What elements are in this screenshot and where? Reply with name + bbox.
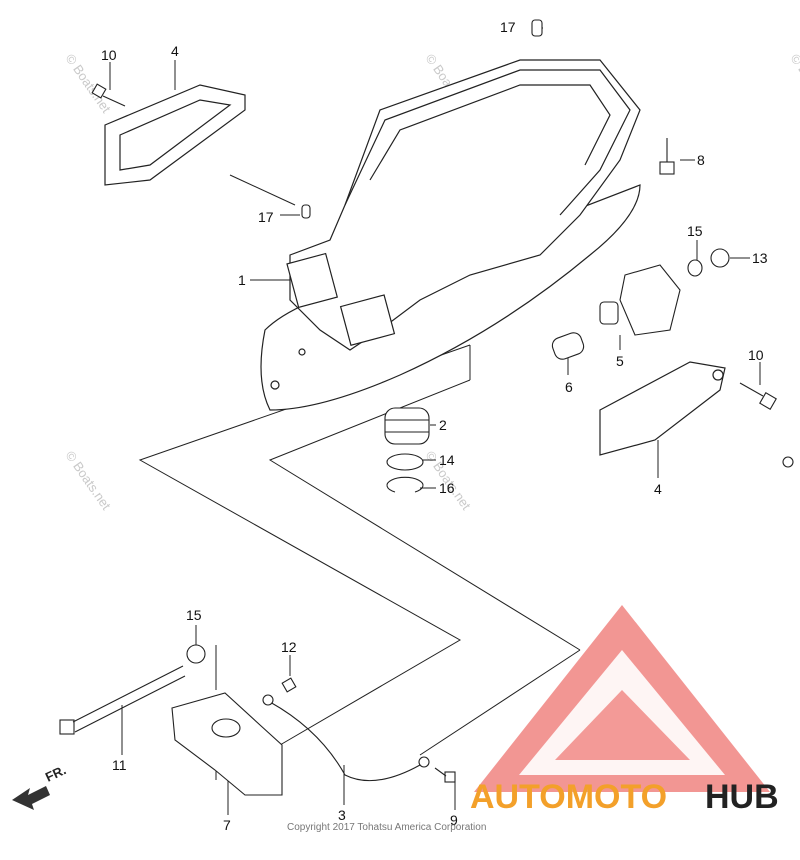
bolt-head <box>659 161 675 175</box>
logo-triangle-mark <box>555 690 690 760</box>
front-direction-marker: FR. <box>12 762 68 810</box>
callout-10: 10 <box>101 47 117 63</box>
wire-terminal <box>418 756 430 768</box>
mount-bushing <box>599 301 619 325</box>
bolt-shank <box>74 675 186 733</box>
watermark: © Boats.net <box>788 51 800 116</box>
callout-4: 4 <box>654 481 662 497</box>
callout-17: 17 <box>500 19 516 35</box>
screw-head <box>281 677 297 693</box>
callout-15: 15 <box>186 607 202 623</box>
small-parts <box>59 19 794 796</box>
washer <box>687 259 703 277</box>
snap-ring <box>386 476 424 493</box>
cover-plate <box>104 84 246 186</box>
callout-15: 15 <box>687 223 703 239</box>
plate-hole <box>270 380 280 390</box>
bolt-head <box>91 83 107 99</box>
cover-inner <box>119 99 232 171</box>
washer <box>186 644 206 664</box>
outline-path <box>419 649 581 756</box>
front-arrow-icon <box>12 786 50 810</box>
ground-wire <box>269 701 421 782</box>
callout-17: 17 <box>258 209 274 225</box>
callout-10: 10 <box>748 347 764 363</box>
dowel-pin <box>301 204 311 219</box>
callout-8: 8 <box>697 152 705 168</box>
housing-rim <box>344 69 631 216</box>
callout-4: 4 <box>171 43 179 59</box>
cover-hole <box>712 369 724 381</box>
bolt-shank <box>102 95 126 107</box>
screw-shank <box>434 767 447 777</box>
callout-12: 12 <box>281 639 297 655</box>
watermark: © Boats.net <box>63 448 115 513</box>
callout-6: 6 <box>565 379 573 395</box>
mount-bracket <box>339 294 396 347</box>
callout-3: 3 <box>338 807 346 823</box>
callout-14: 14 <box>439 452 455 468</box>
needle-bearing <box>384 407 430 445</box>
cover-left <box>104 84 246 186</box>
nut <box>710 248 730 268</box>
logo-text-automoto: AUTOMOTO <box>470 778 667 816</box>
callout-13: 13 <box>752 250 768 266</box>
bracket-hole <box>211 718 241 738</box>
front-label: FR. <box>43 762 68 784</box>
drive-shaft-housing <box>260 59 641 411</box>
copyright-notice: Copyright 2017 Tohatsu America Corporati… <box>287 822 486 833</box>
callout-1: 1 <box>238 272 246 288</box>
callout-11: 11 <box>112 757 127 773</box>
mount-bracket <box>286 252 339 309</box>
bolt-shank <box>72 665 184 723</box>
callout-9: 9 <box>450 812 458 828</box>
cover-plate <box>599 361 726 456</box>
logo-text-hub: HUB <box>705 778 779 816</box>
callout-7: 7 <box>223 817 231 833</box>
plate-hole <box>298 348 306 356</box>
callouts: 17 10 4 8 17 1 15 13 5 6 10 2 14 16 4 15… <box>101 19 768 833</box>
automotohub-logo <box>474 605 770 792</box>
callout-5: 5 <box>616 353 624 369</box>
edge-part <box>782 456 794 468</box>
housing-inner <box>369 84 611 181</box>
logo-text: AUTOMOTO HUB <box>470 778 779 816</box>
outline-path <box>268 379 581 651</box>
bolt-head <box>59 719 75 735</box>
wire-terminal <box>262 694 274 706</box>
rubber-mount <box>619 264 681 336</box>
housing-body <box>289 59 641 351</box>
dowel-pin <box>531 19 543 37</box>
bolt-shank <box>739 382 764 397</box>
collar <box>551 332 585 360</box>
cover-right <box>599 361 726 456</box>
bolt-head <box>759 392 777 410</box>
leader-line <box>229 174 296 206</box>
callout-16: 16 <box>439 480 455 496</box>
lower-mount-bracket <box>171 692 283 796</box>
screw-head <box>444 771 456 783</box>
callout-2: 2 <box>439 417 447 433</box>
ring <box>386 453 424 471</box>
